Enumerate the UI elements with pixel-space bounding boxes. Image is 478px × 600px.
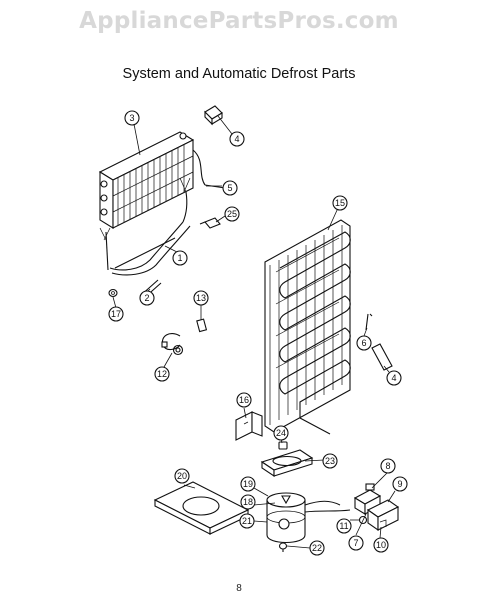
callout-number: 8 xyxy=(385,461,390,471)
diagram-title: System and Automatic Defrost Parts xyxy=(122,66,356,82)
callout-number: 1 xyxy=(177,253,182,263)
part-13 xyxy=(196,318,208,333)
callout-13: 13 xyxy=(193,290,209,306)
leader-lines xyxy=(112,115,396,549)
evaporator-part xyxy=(98,131,206,229)
callout-1: 1 xyxy=(172,250,188,266)
relay-overload-part xyxy=(353,483,400,532)
callout-4: 4 xyxy=(386,370,402,386)
condenser-part xyxy=(264,219,351,435)
defrost-thermostat-part xyxy=(204,105,223,126)
page-number: 8 xyxy=(236,583,242,594)
callout-number: 4 xyxy=(391,373,396,383)
callout-8: 8 xyxy=(380,458,396,474)
part-6 xyxy=(365,313,373,331)
drain-pan-part xyxy=(153,481,250,535)
callout-number: 20 xyxy=(177,471,187,481)
callout-10: 10 xyxy=(373,537,389,553)
callout-number: 7 xyxy=(353,538,358,548)
callout-11: 11 xyxy=(336,518,352,534)
callout-18: 18 xyxy=(240,494,256,510)
callout-12: 12 xyxy=(154,366,170,382)
callout-number: 5 xyxy=(227,183,232,193)
grommet-part xyxy=(108,288,118,298)
callout-9: 9 xyxy=(392,476,408,492)
connector-part xyxy=(199,217,221,229)
callout-number: 15 xyxy=(335,198,345,208)
base-pad-part xyxy=(260,449,314,478)
callout-number: 22 xyxy=(312,543,322,553)
callout-number: 21 xyxy=(242,516,252,526)
callout-number: 3 xyxy=(129,113,134,123)
drier-part xyxy=(278,542,288,550)
callout-number: 23 xyxy=(325,456,335,466)
callout-2: 2 xyxy=(139,290,155,306)
callout-number: 25 xyxy=(227,209,237,219)
callout-number: 12 xyxy=(157,369,167,379)
plug-part xyxy=(278,441,288,450)
defrost-heater-part xyxy=(99,177,226,276)
callout-19: 19 xyxy=(240,476,256,492)
bracket-part xyxy=(235,411,263,441)
callout-number: 24 xyxy=(276,428,286,438)
callout-number: 17 xyxy=(111,309,121,319)
spacer-part xyxy=(371,343,393,371)
callout-number: 13 xyxy=(196,293,206,303)
callout-22: 22 xyxy=(309,540,325,556)
callout-number: 2 xyxy=(144,293,149,303)
compressor-part xyxy=(266,492,351,552)
callout-3: 3 xyxy=(124,110,140,126)
callout-23: 23 xyxy=(322,453,338,469)
callout-17: 17 xyxy=(108,306,124,322)
callout-number: 11 xyxy=(339,521,348,531)
callout-25: 25 xyxy=(224,206,240,222)
callout-6: 6 xyxy=(356,335,372,351)
callout-number: 18 xyxy=(243,497,253,507)
callout-15: 15 xyxy=(332,195,348,211)
callout-number: 16 xyxy=(239,395,249,405)
wire-harness-part xyxy=(161,333,184,356)
watermark: AppliancePartsPros.com xyxy=(79,8,399,34)
callout-20: 20 xyxy=(174,468,190,484)
callout-number: 10 xyxy=(376,540,386,550)
callout-number: 6 xyxy=(361,338,366,348)
callout-5: 5 xyxy=(222,180,238,196)
callout-7: 7 xyxy=(348,535,364,551)
callout-number: 19 xyxy=(243,479,253,489)
callout-4: 4 xyxy=(229,131,245,147)
callout-24: 24 xyxy=(273,425,289,441)
callout-number: 9 xyxy=(397,479,402,489)
callout-number: 4 xyxy=(234,134,239,144)
callout-16: 16 xyxy=(236,392,252,408)
callout-21: 21 xyxy=(239,513,255,529)
